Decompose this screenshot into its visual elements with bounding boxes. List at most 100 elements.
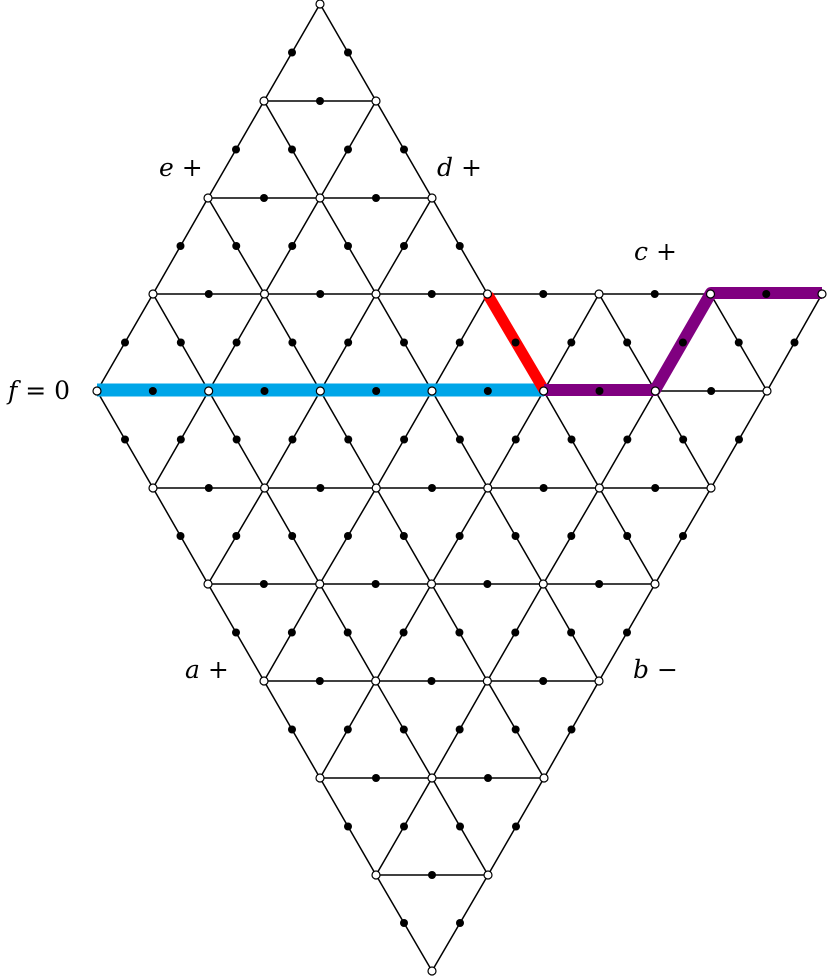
edge-midpoint-dot: [288, 242, 297, 250]
edge-midpoint-dot: [176, 242, 185, 250]
edge-midpoint-dot: [567, 725, 576, 734]
edge-midpoint-dot: [651, 484, 660, 492]
edge-midpoint-dot: [567, 338, 576, 347]
edge-midpoint-dot: [344, 242, 352, 250]
edge-midpoint-dot: [176, 338, 185, 347]
label-d: d +: [437, 153, 482, 182]
edge-midpoint-dot: [400, 822, 408, 831]
edge-midpoint-dot: [232, 338, 241, 347]
edge-midpoint-dot: [734, 338, 743, 347]
lattice-vertex: [483, 483, 493, 493]
label-e: e +: [159, 153, 203, 182]
edge-midpoint-dot: [735, 435, 743, 444]
lattice-vertex: [371, 289, 381, 299]
label-c: c +: [634, 237, 677, 266]
edge-midpoint-dot: [260, 194, 268, 202]
edge-midpoints: [121, 48, 799, 927]
edge-midpoint-dot: [511, 435, 520, 444]
edge-midpoint-dot: [316, 290, 325, 298]
edge-midpoint-dot: [204, 290, 213, 298]
edge-midpoint-dot: [259, 580, 268, 588]
edge-midpoint-dot: [679, 532, 687, 540]
label-a: a +: [185, 655, 229, 684]
lattice-vertex: [148, 483, 158, 493]
lattice-vertex: [427, 966, 437, 976]
edge-midpoint-dot: [315, 677, 324, 685]
edge-midpoint-dot: [288, 48, 296, 57]
edge-midpoint-dot: [456, 822, 464, 831]
edge-midpoint-dot: [344, 822, 352, 831]
lattice-vertex: [371, 870, 381, 880]
label-b: b −: [633, 655, 678, 684]
edge-midpoint-dot: [121, 338, 129, 347]
lattice-vertex: [427, 773, 437, 783]
edge-midpoint-dot: [371, 580, 380, 588]
edge-midpoint-dot: [344, 145, 352, 154]
edge-midpoint-dot: [539, 677, 548, 685]
edge-midpoint-dot: [707, 387, 716, 395]
edge-midpoint-dot: [483, 580, 492, 588]
edge-midpoint-dot: [623, 435, 632, 444]
edge-midpoint-dot: [232, 435, 241, 444]
lattice-vertex: [650, 579, 660, 589]
edge-midpoint-dot: [762, 290, 771, 298]
lattice-vertex: [315, 579, 325, 589]
edge-midpoint-dot: [455, 338, 464, 347]
edge-midpoint-dot: [427, 677, 436, 685]
edge-midpoint-dot: [288, 532, 297, 540]
edge-midpoint-dot: [511, 338, 520, 347]
lattice-vertex: [594, 289, 604, 299]
edge-midpoint-dot: [428, 871, 436, 879]
edge-midpoint-dot: [399, 628, 408, 637]
lattice-vertex: [260, 483, 270, 493]
lattice-vertex: [539, 386, 549, 396]
edge-midpoint-dot: [343, 628, 352, 637]
edge-midpoint-dot: [316, 97, 324, 105]
lattice-vertices: [92, 0, 827, 976]
edge-midpoint-dot: [539, 290, 548, 298]
edge-midpoint-dot: [650, 290, 659, 298]
lattice-vertex: [315, 386, 325, 396]
edge-midpoint-dot: [400, 242, 408, 250]
edge-midpoint-dot: [260, 387, 269, 395]
lattice-vertex: [706, 483, 716, 493]
lattice-vertex: [315, 773, 325, 783]
lattice-vertex: [259, 676, 269, 686]
edge-midpoint-dot: [400, 338, 408, 347]
edge-midpoint-dot: [511, 628, 520, 637]
lattice-vertex: [259, 289, 270, 299]
edge-midpoint-dot: [400, 145, 408, 154]
edge-midpoint-dot: [176, 435, 185, 444]
lattice-vertex: [762, 386, 772, 396]
edge-midpoint-dot: [343, 532, 352, 540]
lattice-vertex: [371, 96, 381, 106]
edge-midpoint-dot: [288, 725, 296, 734]
lattice-vertex: [203, 579, 213, 589]
edge-midpoint-dot: [456, 919, 464, 927]
edge-midpoint-dot: [176, 532, 185, 540]
lattice-vertex: [538, 579, 548, 589]
lattice-vertex: [315, 193, 325, 203]
edge-midpoint-dot: [372, 774, 380, 782]
lattice-vertex: [426, 579, 437, 589]
edge-midpoint-dot: [232, 145, 240, 154]
lattice-vertex: [482, 289, 493, 299]
edge-midpoint-dot: [623, 628, 631, 637]
lattice-vertex: [427, 193, 437, 203]
lattice-vertex: [539, 773, 549, 783]
lattice-vertex: [203, 193, 213, 203]
edge-midpoint-dot: [400, 435, 409, 444]
edge-midpoint-dot: [428, 484, 436, 492]
edge-midpoint-dot: [790, 338, 799, 347]
edge-midpoint-dot: [512, 822, 520, 831]
edge-midpoint-dot: [372, 387, 381, 395]
edge-midpoint-dot: [427, 290, 436, 298]
edge-midpoint-dot: [232, 628, 240, 637]
lattice-vertex: [92, 386, 102, 396]
lattice-vertex: [259, 96, 269, 106]
lattice-vertex: [705, 289, 716, 299]
edge-midpoint-dot: [399, 725, 408, 734]
edge-midpoint-dot: [567, 532, 576, 540]
edge-midpoint-dot: [623, 338, 632, 347]
